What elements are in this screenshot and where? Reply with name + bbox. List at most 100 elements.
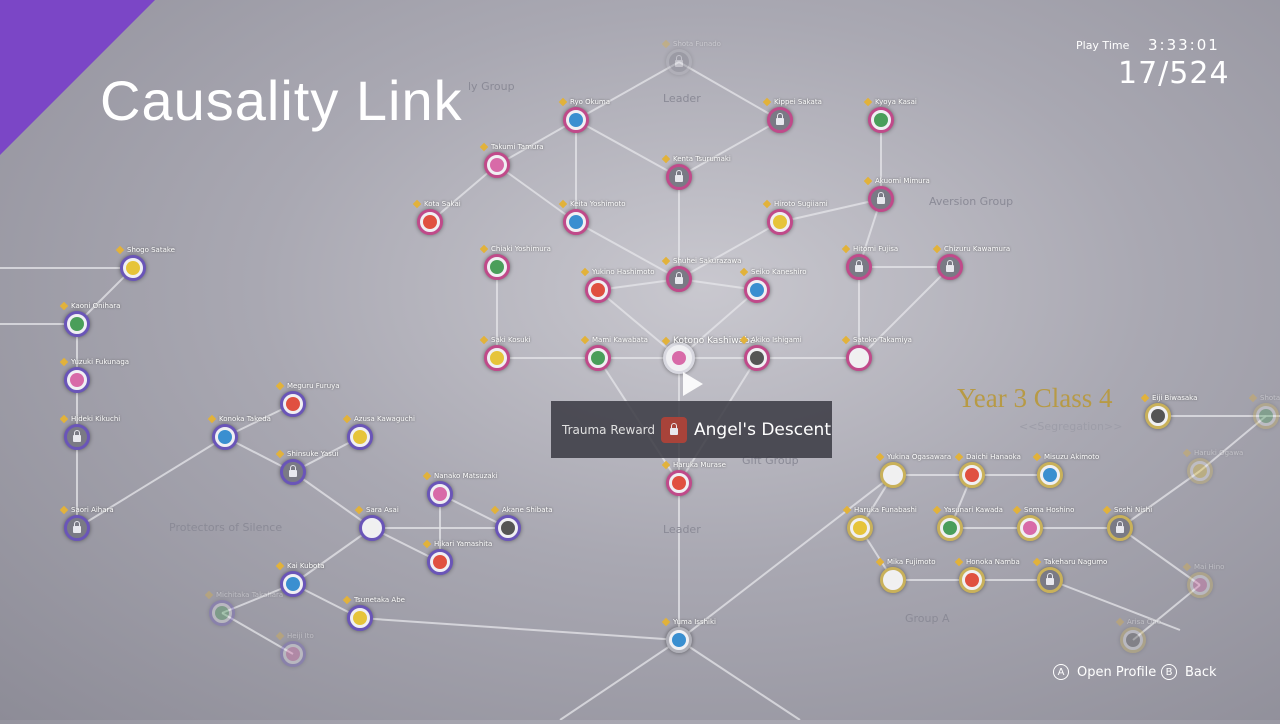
character-node[interactable] (959, 462, 985, 488)
character-node[interactable] (744, 277, 770, 303)
character-node[interactable] (209, 600, 235, 626)
rank-diamond-icon (59, 414, 69, 424)
character-name-label: Yasunari Kawada (932, 505, 1003, 515)
open-profile-label: Open Profile (1077, 664, 1157, 680)
character-node[interactable] (212, 424, 238, 450)
character-node[interactable] (666, 266, 692, 292)
character-node[interactable] (484, 345, 510, 371)
character-name-label: Kippei Sakata (762, 97, 822, 107)
character-name-label: Akiko Ishigami (739, 335, 802, 345)
character-node[interactable] (495, 515, 521, 541)
rank-diamond-icon (490, 505, 500, 515)
rank-diamond-icon (479, 335, 489, 345)
character-name: Yuzuki Fukunaga (71, 358, 130, 366)
character-node[interactable] (1253, 403, 1279, 429)
back-button[interactable]: B Back (1161, 664, 1217, 680)
character-name: Eiji Biwasaka (1152, 394, 1198, 402)
character-portrait-icon (286, 577, 300, 591)
rank-diamond-icon (59, 301, 69, 311)
character-node[interactable] (1017, 515, 1043, 541)
character-node[interactable] (280, 571, 306, 597)
character-node[interactable] (767, 209, 793, 235)
character-name: Kotono Kashiwaba (673, 336, 756, 346)
character-name: Kenta Tsurumaki (673, 155, 731, 163)
character-name-label: Saki Kosuki (479, 335, 531, 345)
character-node[interactable] (1187, 572, 1213, 598)
character-node[interactable] (347, 605, 373, 631)
character-node[interactable] (663, 342, 695, 374)
character-node[interactable] (937, 254, 963, 280)
character-node[interactable] (280, 391, 306, 417)
rank-diamond-icon (354, 505, 364, 515)
character-name: Saki Kosuki (491, 336, 531, 344)
character-node[interactable] (64, 424, 90, 450)
character-node[interactable] (64, 515, 90, 541)
character-node[interactable] (1107, 515, 1133, 541)
character-node[interactable] (846, 254, 872, 280)
character-node[interactable] (585, 277, 611, 303)
character-node[interactable] (417, 209, 443, 235)
character-node[interactable] (666, 627, 692, 653)
character-node[interactable] (280, 641, 306, 667)
character-node[interactable] (427, 481, 453, 507)
character-node[interactable] (563, 209, 589, 235)
rank-diamond-icon (842, 505, 852, 515)
character-name-label: Shogo Satake (115, 245, 175, 255)
character-node[interactable] (64, 311, 90, 337)
character-node[interactable] (1120, 627, 1146, 653)
link-line (678, 119, 781, 178)
character-portrait-icon (1126, 633, 1140, 647)
rank-diamond-icon (558, 199, 568, 209)
character-portrait-icon (70, 317, 84, 331)
character-node[interactable] (1037, 462, 1063, 488)
character-name-label: Haruki Ogawa (1182, 448, 1244, 458)
character-node[interactable] (666, 49, 692, 75)
character-name-label: Kota Sakai (412, 199, 461, 209)
character-name: Kai Kubota (287, 562, 325, 570)
character-node[interactable] (666, 470, 692, 496)
character-name: Haruki Ogawa (1194, 449, 1244, 457)
character-node[interactable] (868, 186, 894, 212)
character-node[interactable] (427, 549, 453, 575)
character-name-label: Honoka Namba (954, 557, 1020, 567)
character-node[interactable] (880, 567, 906, 593)
character-node[interactable] (1187, 458, 1213, 484)
character-name: Kyoya Kasai (875, 98, 917, 106)
character-node[interactable] (585, 345, 611, 371)
rank-diamond-icon (422, 539, 432, 549)
character-node[interactable] (484, 152, 510, 178)
character-node[interactable] (744, 345, 770, 371)
pointer-cursor-icon (683, 372, 703, 396)
character-node[interactable] (937, 515, 963, 541)
rank-diamond-icon (275, 381, 285, 391)
link-line (779, 198, 882, 223)
character-name: Takeharu Nagumo (1044, 558, 1108, 566)
character-node[interactable] (767, 107, 793, 133)
character-node[interactable] (120, 255, 146, 281)
character-node[interactable] (563, 107, 589, 133)
character-portrait-icon (852, 351, 866, 365)
character-node[interactable] (347, 424, 373, 450)
character-name: Soma Hoshino (1024, 506, 1075, 514)
character-node[interactable] (359, 515, 385, 541)
character-node[interactable] (484, 254, 510, 280)
character-node[interactable] (959, 567, 985, 593)
character-portrait-icon (943, 521, 957, 535)
character-name: Azusa Kawaguchi (354, 415, 415, 423)
character-node[interactable] (666, 164, 692, 190)
character-node[interactable] (847, 515, 873, 541)
open-profile-button[interactable]: A Open Profile (1053, 664, 1156, 680)
character-name-label: Soma Hoshino (1012, 505, 1075, 515)
character-name: Saori Aihara (71, 506, 114, 514)
character-node[interactable] (846, 345, 872, 371)
character-node[interactable] (868, 107, 894, 133)
character-name: Soshi Nishi (1114, 506, 1153, 514)
lock-icon (1046, 573, 1054, 585)
character-name: Haruka Funabashi (854, 506, 917, 514)
character-node[interactable] (280, 459, 306, 485)
character-node[interactable] (64, 367, 90, 393)
character-node[interactable] (1037, 567, 1063, 593)
character-node[interactable] (1145, 403, 1171, 429)
character-node[interactable] (880, 462, 906, 488)
